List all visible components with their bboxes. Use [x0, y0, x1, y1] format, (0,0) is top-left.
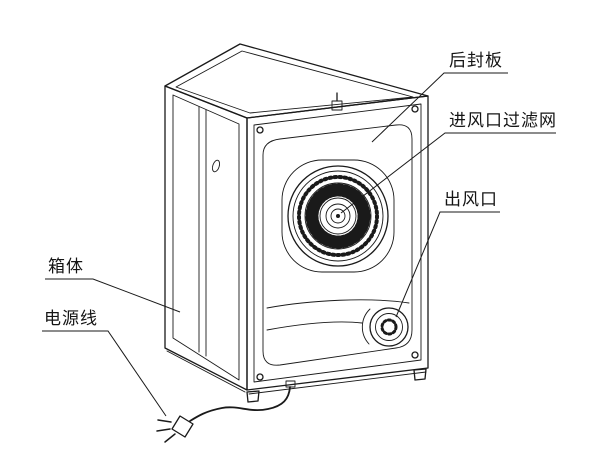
top-panel	[164, 43, 429, 119]
vent-fin-ring	[305, 183, 371, 249]
power-cord-assembly	[156, 380, 296, 443]
leader-rear-panel	[371, 72, 508, 143]
outlet-grille	[380, 318, 398, 336]
leader-cabinet	[45, 278, 181, 313]
screw-bottom-right	[411, 351, 419, 359]
hanger-bracket-body	[331, 100, 343, 111]
side-panel-detail	[211, 159, 221, 173]
vent-hub-ring	[330, 208, 346, 224]
leader-inlet-filter	[340, 132, 556, 214]
inlet-filter-vent	[287, 165, 389, 267]
rear-panel-inner-border	[253, 103, 422, 383]
plug-body	[171, 415, 194, 438]
side-panel-base-line	[166, 350, 246, 393]
left-foot	[246, 390, 260, 403]
plug-prong-2	[156, 428, 171, 432]
top-panel-outline	[164, 43, 429, 119]
label-air-outlet: 出风口	[444, 190, 498, 209]
rear-panel-outline	[246, 95, 429, 391]
vent-ring-5	[325, 203, 351, 229]
cord-line	[189, 386, 291, 422]
label-inlet-filter: 进风口过滤网	[449, 111, 557, 130]
leader-power-cord	[42, 330, 167, 417]
leader-air-outlet	[395, 211, 500, 318]
rear-panel	[246, 92, 429, 391]
vent-surround-embossing	[281, 159, 395, 273]
outlet-inner-ring	[375, 313, 403, 341]
rib-line-upper	[266, 299, 410, 309]
vent-ring-3	[304, 182, 372, 250]
leader-lines	[42, 72, 556, 417]
hanger-bracket	[331, 92, 343, 111]
label-power-cord: 电源线	[44, 309, 98, 328]
label-rear-panel: 后封板	[449, 51, 503, 70]
vent-perforation-ring	[297, 175, 379, 257]
vent-ring-2	[292, 170, 384, 262]
side-panel-inner-border	[172, 94, 240, 381]
outlet-embossing-arc	[361, 308, 371, 345]
screw-bottom-left	[256, 373, 264, 381]
rib-line-lower	[266, 321, 363, 331]
top-panel-seam	[175, 50, 414, 114]
outlet-outer-ring	[369, 307, 409, 347]
right-foot	[413, 368, 427, 381]
base-and-feet	[246, 368, 427, 403]
callout-labels: 后封板 进风口过滤网 出风口 箱体 电源线	[44, 51, 557, 328]
air-outlet-port	[369, 307, 409, 347]
rear-panel-embossing	[262, 124, 413, 366]
vent-ring-4	[319, 197, 357, 235]
base-line	[248, 371, 427, 395]
screw-top-left	[256, 126, 264, 134]
label-cabinet: 箱体	[48, 257, 84, 276]
cabinet-side-panel	[164, 85, 248, 393]
screw-top-right	[411, 105, 419, 113]
vent-outer-ring	[287, 165, 389, 267]
plug-prong-1	[157, 419, 172, 423]
vent-hub-center	[336, 214, 340, 218]
plug-prong-3	[164, 433, 176, 443]
power-plug	[156, 415, 194, 443]
